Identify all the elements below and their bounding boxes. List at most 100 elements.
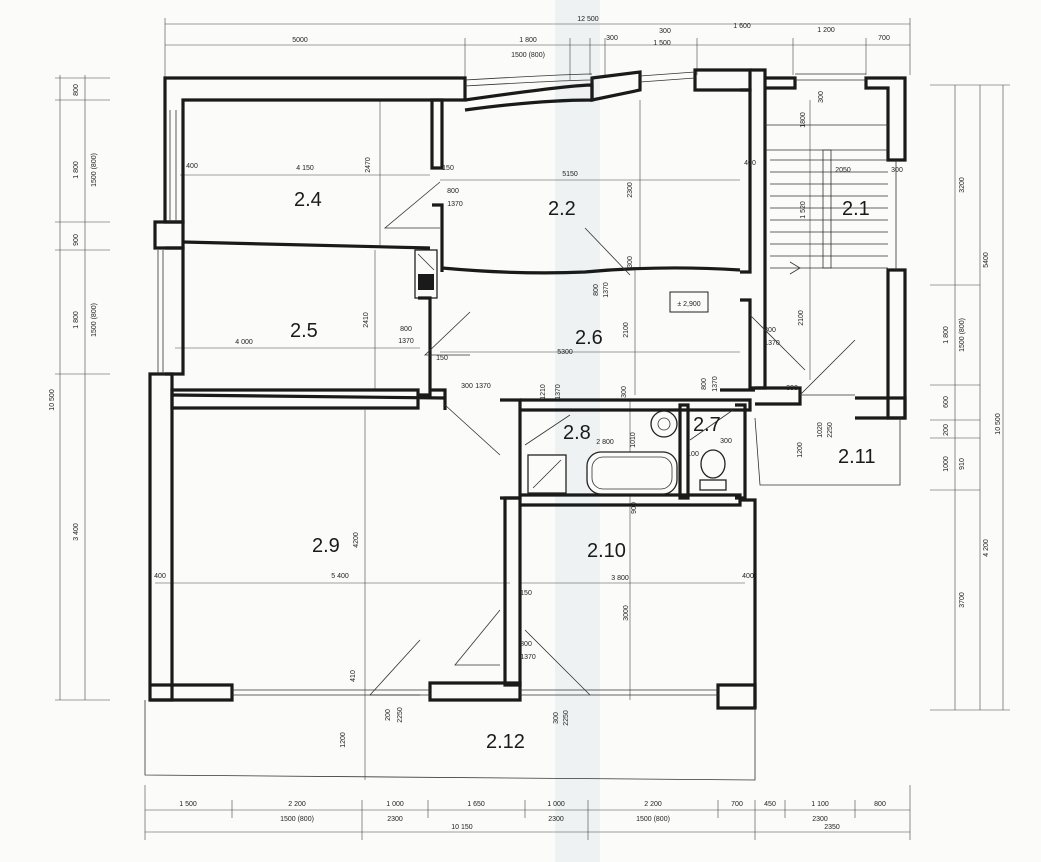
dim-in-1370g: 1370 bbox=[712, 376, 719, 392]
interior-dimension-lines bbox=[155, 100, 811, 780]
dim-bot-1100: 1 100 bbox=[811, 801, 829, 808]
dim-in-2050: 2050 bbox=[835, 167, 851, 174]
dim-in-2250b: 2250 bbox=[397, 707, 404, 723]
dim-in-150a: 150 bbox=[442, 165, 454, 172]
room-2-9-label: 2.9 bbox=[312, 535, 340, 557]
dim-bot-1000b: 1 000 bbox=[547, 801, 565, 808]
dim-in-300e: 300 bbox=[461, 383, 473, 390]
dim-in-3800: 3 800 bbox=[611, 575, 629, 582]
dim-in-300g: 300 bbox=[720, 438, 732, 445]
dim-bot-1650: 1 650 bbox=[467, 801, 485, 808]
dim-bot-700: 700 bbox=[731, 801, 743, 808]
dim-top-300a: 300 bbox=[606, 35, 618, 42]
room-2-12-label: 2.12 bbox=[486, 731, 525, 753]
dimension-lines bbox=[55, 18, 1010, 840]
room-2-5-label: 2.5 bbox=[290, 320, 318, 342]
dim-in-1370d: 1370 bbox=[764, 340, 780, 347]
dim-bot-2300b: 2300 bbox=[548, 816, 564, 823]
dim-in-300c: 300 bbox=[627, 256, 634, 268]
dim-in-1370b: 1370 bbox=[398, 338, 414, 345]
dim-in-800b: 800 bbox=[400, 326, 412, 333]
dim-in-400d: 400 bbox=[742, 573, 754, 580]
dim-in-2100a: 2100 bbox=[623, 322, 630, 338]
dim-left-total: 10 500 bbox=[49, 389, 56, 411]
dim-in-1210: 1210 bbox=[540, 384, 547, 400]
dim-bot-450: 450 bbox=[764, 801, 776, 808]
dim-in-2800: 2 800 bbox=[596, 439, 614, 446]
dim-in-3000: 3000 bbox=[623, 605, 630, 621]
dim-in-300b: 300 bbox=[891, 167, 903, 174]
bathtub bbox=[586, 451, 678, 495]
dim-right-1500-800: 1500 (800) bbox=[959, 318, 966, 352]
dim-left-800: 800 bbox=[73, 84, 80, 96]
dim-right-4200: 4 200 bbox=[983, 539, 990, 557]
dim-in-300i: 300 bbox=[553, 712, 560, 724]
dimension-texts: 12 500 5000 1 800 1500 (800) 300 300 1 5… bbox=[49, 16, 1002, 831]
room-2-8-label: 2.8 bbox=[563, 422, 591, 444]
dim-in-100: 100 bbox=[687, 451, 699, 458]
dim-top-1800: 1 800 bbox=[519, 37, 537, 44]
staircase bbox=[765, 124, 888, 275]
dim-in-1800s: 1800 bbox=[800, 112, 807, 128]
dim-in-1020: 1020 bbox=[817, 422, 824, 438]
dim-right-3700: 3700 bbox=[959, 592, 966, 608]
room-2-2-label: 2.2 bbox=[548, 198, 576, 220]
dim-right-1000: 1000 bbox=[943, 456, 950, 472]
dim-bot-2200a: 2 200 bbox=[288, 801, 306, 808]
dim-bot-2300c: 2300 bbox=[812, 816, 828, 823]
dim-in-2470: 2470 bbox=[365, 157, 372, 173]
dim-right-total: 10 500 bbox=[995, 413, 1002, 435]
dim-bot-800: 800 bbox=[874, 801, 886, 808]
dim-in-5300: 5300 bbox=[557, 349, 573, 356]
dim-top-1500-800: 1500 (800) bbox=[511, 52, 545, 59]
dim-top-1600: 1 600 bbox=[733, 23, 751, 30]
room-2-4-label: 2.4 bbox=[294, 189, 322, 211]
dim-left-1800b: 1 800 bbox=[73, 311, 80, 329]
dim-left-1500-800a: 1500 (800) bbox=[91, 153, 98, 187]
dim-in-4150: 4 150 bbox=[296, 165, 314, 172]
dim-in-800d: 800 bbox=[701, 378, 708, 390]
dim-in-1520: 1 520 bbox=[800, 201, 807, 219]
dim-in-150b: 150 bbox=[436, 355, 448, 362]
dim-bot-10150: 10 150 bbox=[451, 824, 473, 831]
dim-right-3200: 3200 bbox=[959, 177, 966, 193]
dim-left-1800: 1 800 bbox=[73, 161, 80, 179]
dim-in-900: 900 bbox=[631, 502, 638, 514]
dim-in-5400: 5 400 bbox=[331, 573, 349, 580]
dim-top-700: 700 bbox=[878, 35, 890, 42]
dim-in-400c: 400 bbox=[154, 573, 166, 580]
dim-bot-2350: 2350 bbox=[824, 824, 840, 831]
dim-in-200: 200 bbox=[385, 709, 392, 721]
dim-in-410: 410 bbox=[350, 670, 357, 682]
dim-in-1370a: 1370 bbox=[447, 201, 463, 208]
dim-in-1200: 1200 bbox=[797, 442, 804, 458]
dim-in-1370e: 1370 bbox=[475, 383, 491, 390]
dim-in-300h: 300 bbox=[786, 385, 798, 392]
toilet bbox=[700, 449, 726, 479]
dim-in-1370c: 1370 bbox=[603, 282, 610, 298]
dim-in-150c: 150 bbox=[520, 590, 532, 597]
dim-in-300f: 300 bbox=[621, 386, 628, 398]
level-mark-box bbox=[669, 291, 709, 313]
room-labels: 2.4 2.2 2.1 2.5 2.6 2.8 2.7 2.11 2.9 2.1… bbox=[290, 189, 875, 753]
dim-in-1010: 1010 bbox=[630, 432, 637, 448]
dim-left-1500-800b: 1500 (800) bbox=[91, 303, 98, 337]
dim-in-4000: 4 000 bbox=[235, 339, 253, 346]
dim-right-600: 600 bbox=[943, 396, 950, 408]
dim-left-3400: 3 400 bbox=[73, 523, 80, 541]
dim-in-5150: 5150 bbox=[562, 171, 578, 178]
dim-bot-1500-800a: 1500 (800) bbox=[280, 816, 314, 823]
dim-bot-2300a: 2300 bbox=[387, 816, 403, 823]
dim-in-2410: 2410 bbox=[363, 312, 370, 328]
dim-in-800e: 800 bbox=[520, 641, 532, 648]
door-swings bbox=[369, 181, 856, 696]
dim-in-400b: 400 bbox=[744, 160, 756, 167]
dim-bot-1500-800b: 1500 (800) bbox=[636, 816, 670, 823]
washbasin bbox=[650, 410, 678, 438]
dim-in-2100b: 2100 bbox=[798, 310, 805, 326]
room-2-6-label: 2.6 bbox=[575, 327, 603, 349]
dim-top-1500: 1 500 bbox=[653, 40, 671, 47]
room-2-1-label: 2.1 bbox=[842, 198, 870, 220]
dim-in-800c: 800 bbox=[593, 284, 600, 296]
dim-in-2250a: 2250 bbox=[827, 422, 834, 438]
